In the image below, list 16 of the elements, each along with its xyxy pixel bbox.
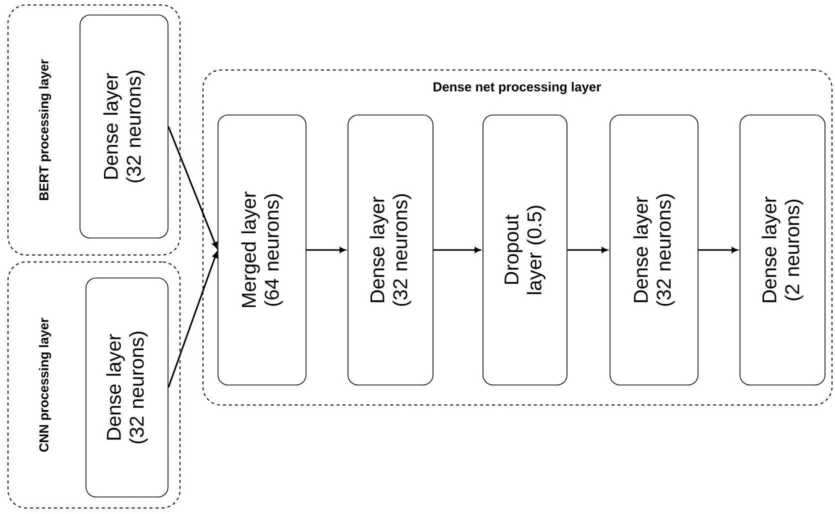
layer-box: Dropout layer (0.5)	[482, 114, 568, 386]
arrow	[306, 247, 346, 253]
arrow	[698, 247, 738, 253]
layer-box: Dense layer (32 neurons)	[348, 114, 434, 386]
layer-box: Dense layer (2 neurons)	[740, 114, 826, 386]
layer-box: Dense layer (32 neurons)	[80, 14, 168, 238]
group-heading: BERT processing layer	[38, 59, 52, 200]
arrow	[567, 247, 608, 253]
layer-box: Dense layer (32 neurons)	[610, 114, 698, 386]
arrow	[433, 247, 481, 253]
layer-box: Merged layer (64 neurons)	[218, 114, 306, 386]
arrow	[168, 126, 218, 248]
group-heading: Dense net processing layer	[434, 82, 601, 94]
group-heading: CNN processing layer	[38, 318, 52, 452]
layer-box: Dense layer (32 neurons)	[86, 278, 168, 498]
arrow	[168, 252, 218, 388]
